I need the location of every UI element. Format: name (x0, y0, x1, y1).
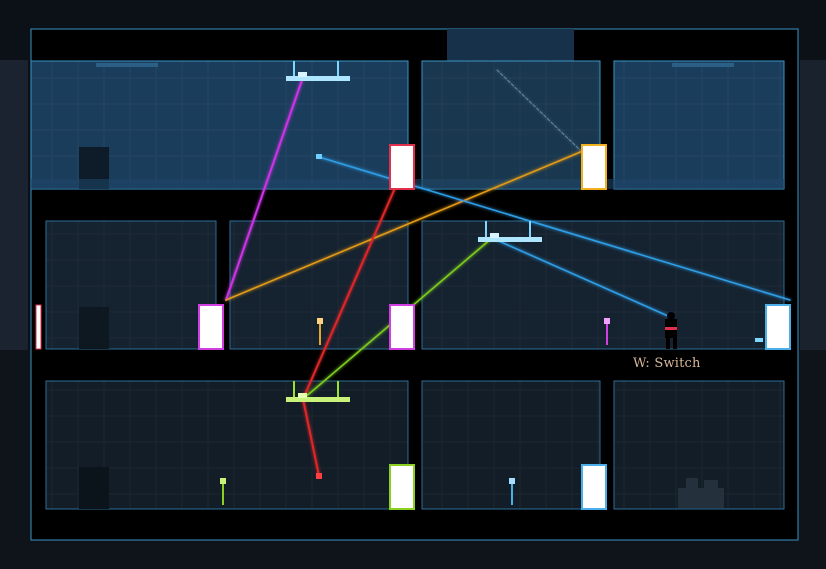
background-building (0, 60, 28, 360)
blue-door[interactable] (765, 304, 791, 350)
switch-control-hint: W: Switch (633, 356, 701, 371)
blue-lever[interactable] (509, 478, 515, 505)
green-laser-emitter-platform (286, 381, 350, 402)
magenta-laser-beam (225, 79, 303, 301)
orange-door[interactable] (581, 144, 607, 190)
background-building (800, 60, 826, 360)
orange-lever[interactable] (317, 318, 323, 345)
green-door[interactable] (389, 464, 415, 510)
ceiling-vent (672, 63, 734, 67)
item-pickup-icon[interactable] (755, 338, 763, 342)
dark-doorway (79, 467, 109, 509)
furniture-desk (678, 478, 724, 508)
red-door[interactable] (389, 144, 415, 190)
blue-door[interactable] (581, 464, 607, 510)
purple-door[interactable] (389, 304, 415, 350)
orange-laser-beam (225, 147, 591, 301)
blue-laser-beam (491, 237, 669, 317)
blue-laser-emitter-platform (286, 61, 350, 81)
purple-door[interactable] (198, 304, 224, 350)
roof-skylight-gap (447, 29, 574, 61)
dim-laser-beam (496, 69, 581, 151)
ninja-player[interactable] (665, 312, 677, 349)
green-lever[interactable] (220, 478, 226, 505)
purple-lever[interactable] (604, 318, 610, 345)
blue-laser-emitter-platform (478, 221, 542, 242)
red-laser-beam (302, 398, 320, 477)
laser-emitter (316, 154, 322, 159)
red-door[interactable] (35, 304, 42, 350)
laser-emitter (316, 473, 322, 479)
dark-doorway (79, 307, 109, 349)
ceiling-vent (96, 63, 158, 67)
red-laser-beam (302, 187, 396, 400)
